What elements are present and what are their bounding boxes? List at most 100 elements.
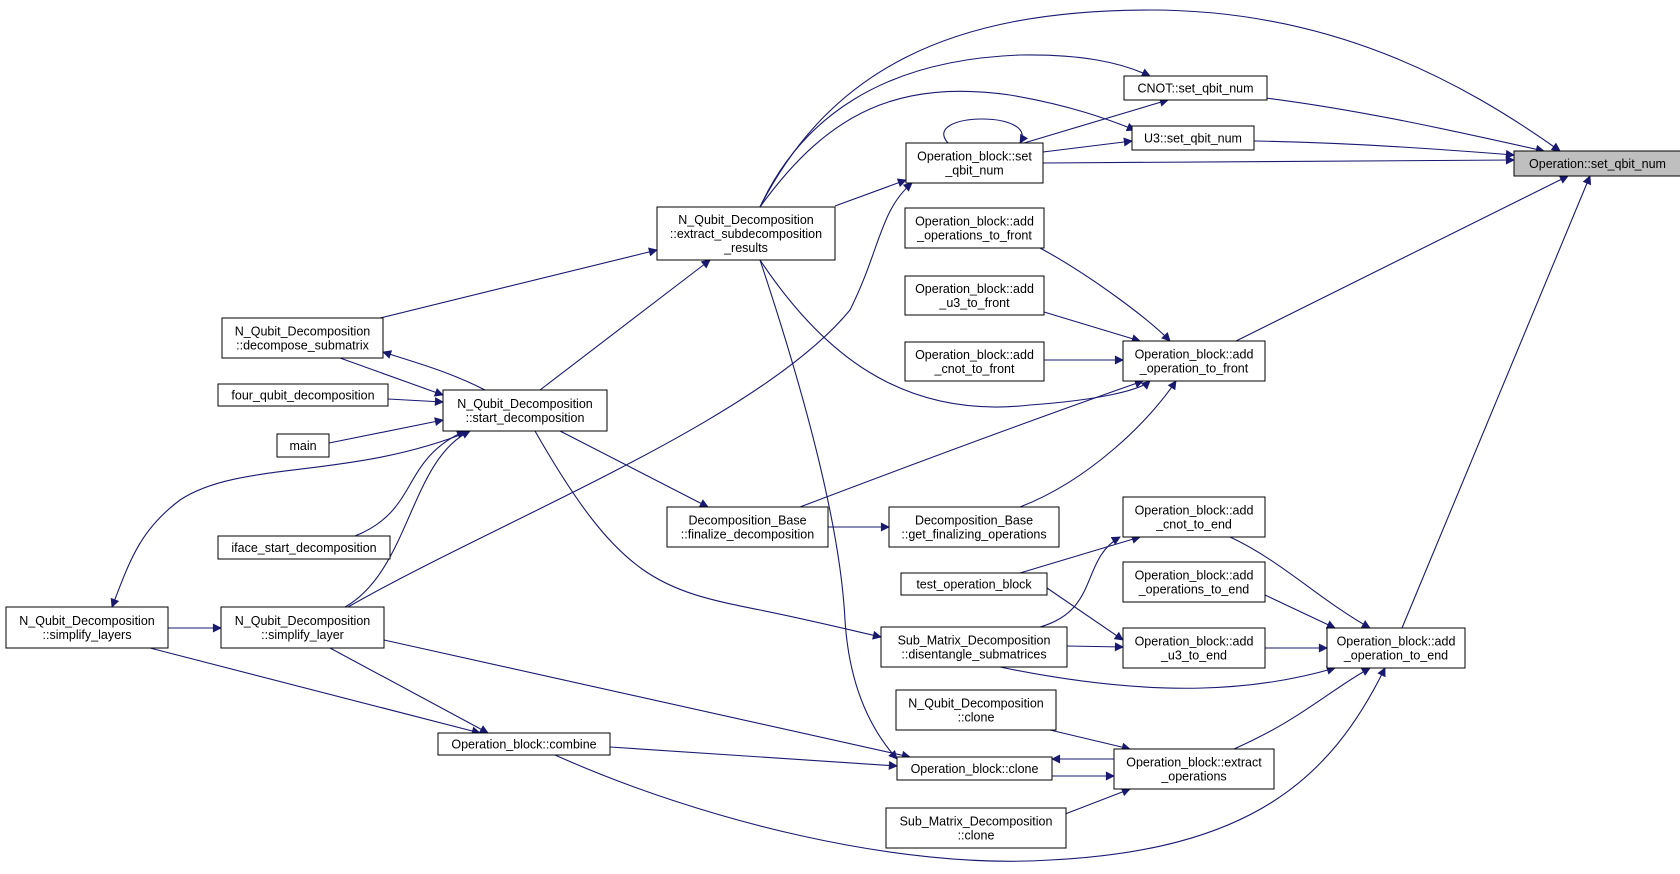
edge-nqd_decompose_sub-to-nqd_extract [379,247,658,319]
node-label-line: Operation_block::add [915,282,1034,296]
node-label-line: ::decompose_submatrix [236,339,369,353]
node-ob_add_ops_end[interactable]: Operation_block::add_operations_to_end [1122,561,1266,603]
node-label-line: ::clone [958,711,995,725]
node-ob_set_qbit_num[interactable]: Operation_block::set_qbit_num [905,142,1044,184]
node-smd_disentangle[interactable]: Sub_Matrix_Decomposition::disentangle_su… [880,626,1068,668]
node-ob_add_ops_front[interactable]: Operation_block::add_operations_to_front [904,207,1045,249]
edge-nqd_decompose_sub-to-nqd_start [339,357,444,397]
node-label-line: CNOT::set_qbit_num [1137,82,1253,96]
edge-nqd_extract-to-op_set_qbit_num [759,9,1561,208]
node-iface_start[interactable]: iface_start_decomposition [217,535,391,560]
edge-u3_set_qbit_num-to-op_set_qbit_num [1253,140,1515,159]
node-ob_add_cnot_end[interactable]: Operation_block::add_cnot_to_end [1122,496,1266,538]
node-label-line: _operations_to_end [1138,583,1250,597]
node-label-line: _cnot_to_end [1155,518,1232,532]
node-label-line: ::simplify_layers [43,628,132,642]
node-box [904,275,1045,316]
node-u3_set_qbit_num[interactable]: U3::set_qbit_num [1131,125,1255,151]
edge-cnot_set_qbit_num-to-op_set_qbit_num [1265,97,1545,154]
node-ob_extract_ops[interactable]: Operation_block::extract_operations [1113,748,1275,790]
node-ob_add_u3_front[interactable]: Operation_block::add_u3_to_front [904,275,1045,316]
edge-ob_set_qbit_num-to-op_set_qbit_num [1042,155,1515,165]
node-label-line: N_Qubit_Decomposition [457,397,593,411]
node-nqd_simplify_layer[interactable]: N_Qubit_Decomposition::simplify_layer [220,606,385,649]
edge-smd_disentangle-to-ob_add_u3_end [1066,642,1124,652]
node-ob_clone[interactable]: Operation_block::clone [896,756,1053,781]
node-label-line: _cnot_to_front [934,362,1015,376]
edge-nqd_extract-to-u3_set_qbit_num [759,90,1136,208]
node-test_ob[interactable]: test_operation_block [900,572,1048,596]
edge-smd_disentangle-to-ob_add_op_end [999,665,1336,689]
node-label-line: _results [723,241,768,255]
node-label-line: Operation_block::add [1135,635,1254,649]
edge-db_finalize-to-ob_add_op_front [799,379,1144,508]
node-db_finalize[interactable]: Decomposition_Base::finalize_decompositi… [666,506,829,548]
node-label-line: ::finalize_decomposition [681,528,814,542]
edge-ob_add_ops_front-to-ob_add_op_front [1039,247,1171,342]
node-label-line: Decomposition_Base [688,514,806,528]
node-four_qubit[interactable]: four_qubit_decomposition [217,383,389,407]
node-ob_add_cnot_front[interactable]: Operation_block::add_cnot_to_front [904,341,1045,382]
node-nqd_extract[interactable]: N_Qubit_Decomposition::extract_subdecomp… [656,206,836,261]
edge-nqd_start-to-nqd_simplify_layers [110,430,471,608]
node-box [217,383,389,407]
node-label-line: four_qubit_decomposition [231,389,374,403]
node-ob_add_u3_end[interactable]: Operation_block::add_u3_to_end [1122,627,1266,669]
edge-nqd_simplify_layer-to-ob_set_qbit_num [347,182,913,608]
node-label-line: Operation_block::clone [911,762,1039,776]
node-label-line: main [289,439,316,453]
node-box [1122,496,1266,538]
node-box [5,606,169,649]
node-ob_add_op_end[interactable]: Operation_block::add_operation_to_end [1326,627,1466,669]
node-ob_combine[interactable]: Operation_block::combine [437,732,611,756]
node-label-line: Sub_Matrix_Decomposition [898,634,1051,648]
node-box [1131,125,1255,151]
node-box [1326,627,1466,669]
edge-iface_start-to-nqd_start [354,430,466,537]
node-label-line: _operations_to_front [916,229,1032,243]
node-box [1113,748,1275,790]
node-label-line: ::extract_subdecomposition [670,227,822,241]
node-smd_clone[interactable]: Sub_Matrix_Decomposition::clone [885,807,1067,849]
node-box [904,207,1045,249]
node-box [1122,340,1266,382]
node-nqd_start[interactable]: N_Qubit_Decomposition::start_decompositi… [442,389,608,432]
node-box [900,572,1048,596]
node-label-line: N_Qubit_Decomposition [19,614,155,628]
node-box [880,626,1068,668]
node-box [221,317,384,359]
node-label-line: ::get_finalizing_operations [901,528,1046,542]
node-label-line: ::simplify_layer [261,628,344,642]
edge-nqd_extract-to-cnot_set_qbit_num [759,54,1151,208]
node-box [905,142,1044,184]
node-box [896,756,1053,781]
node-nqd_clone[interactable]: N_Qubit_Decomposition::clone [895,689,1057,731]
node-label-line: _operations [1160,770,1226,784]
edge-nqd_start-to-nqd_decompose_sub [382,350,486,391]
node-label-line: test_operation_block [916,578,1032,592]
node-nqd_simplify_layers[interactable]: N_Qubit_Decomposition::simplify_layers [5,606,169,649]
node-box [656,206,836,261]
node-box [904,341,1045,382]
edge-test_ob-to-ob_add_u3_end [1046,587,1124,641]
node-cnot_set_qbit_num[interactable]: CNOT::set_qbit_num [1123,75,1268,101]
edge-nqd_simplify_layer-to-nqd_start [344,430,471,608]
edge-smd_disentangle-to-ob_add_cnot_end [1039,536,1121,628]
node-label-line: Operation::set_qbit_num [1529,157,1666,171]
edge-ob_add_op_end-to-op_set_qbit_num [1401,175,1592,629]
node-ob_add_op_front[interactable]: Operation_block::add_operation_to_front [1122,340,1266,382]
edge-ob_set_qbit_num-to-cnot_set_qbit_num [1023,98,1169,144]
node-main[interactable]: main [276,433,330,458]
node-label-line: _operation_to_front [1139,362,1249,376]
edge-ob_add_cnot_end-to-ob_add_op_end [1229,536,1371,629]
node-label-line: Operation_block::add [915,348,1034,362]
node-box [217,535,391,560]
node-nqd_decompose_sub[interactable]: N_Qubit_Decomposition::decompose_submatr… [221,317,384,359]
node-label-line: Sub_Matrix_Decomposition [900,815,1053,829]
node-op_set_qbit_num[interactable]: Operation::set_qbit_num [1513,150,1680,177]
node-db_get_final[interactable]: Decomposition_Base::get_finalizing_opera… [888,506,1060,548]
node-label-line: _qbit_num [944,164,1003,178]
edge-nqd_start-to-db_finalize [559,430,709,508]
edge-ob_extract_ops-to-ob_add_op_end [1233,667,1371,750]
